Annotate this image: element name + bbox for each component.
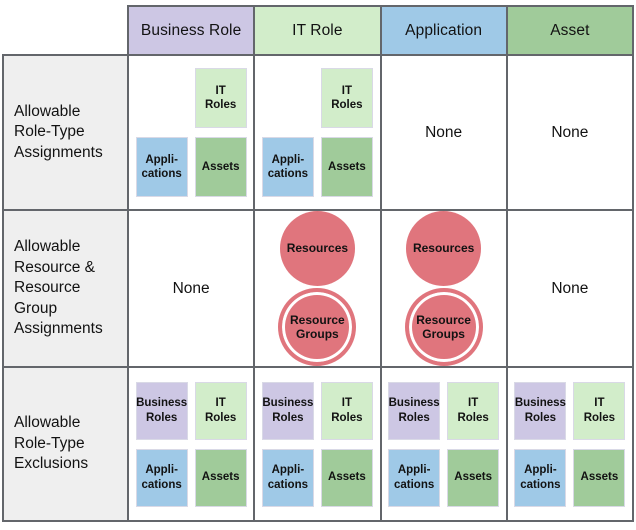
assets-box: Assets [194, 448, 247, 507]
cell-exclusions-asset: Business Roles IT Roles Appli- cations A… [507, 368, 632, 520]
cell-exclusions-application: Business Roles IT Roles Appli- cations A… [381, 368, 506, 520]
assignment-boxes: IT Roles Appli- cations Assets [261, 68, 373, 197]
column-header-business-role: Business Role [129, 7, 254, 54]
it-roles-box: IT Roles [194, 68, 247, 128]
matrix-body: Allowable Role-Type Assignments IT Roles… [2, 54, 634, 522]
assets-box: Assets [320, 448, 373, 507]
it-roles-box: IT Roles [320, 68, 373, 128]
applications-box: Appli- cations [135, 448, 188, 507]
assets-box: Assets [320, 137, 373, 197]
exclusion-boxes: Business Roles IT Roles Appli- cations A… [135, 381, 247, 507]
business-roles-box: Business Roles [514, 381, 567, 440]
resources-circle: Resources [279, 211, 355, 286]
cell-resources-asset: None [507, 211, 632, 366]
applications-box: Appli- cations [514, 448, 567, 507]
assets-box: Assets [194, 137, 247, 197]
applications-box: Appli- cations [135, 137, 188, 197]
exclusion-boxes: Business Roles IT Roles Appli- cations A… [388, 381, 500, 507]
applications-box: Appli- cations [261, 448, 314, 507]
row-label-role-type-assignments: Allowable Role-Type Assignments [4, 56, 127, 209]
it-roles-box: IT Roles [447, 381, 500, 440]
resource-circles: Resources Resource Groups [278, 211, 357, 366]
it-roles-box: IT Roles [573, 381, 626, 440]
column-header-it-role: IT Role [255, 7, 380, 54]
resource-circles: Resources Resource Groups [404, 211, 483, 366]
none-text: None [551, 279, 589, 297]
business-roles-box: Business Roles [388, 381, 441, 440]
none-text: None [172, 279, 210, 297]
cell-assignments-it-role: IT Roles Appli- cations Assets [255, 56, 380, 209]
cell-exclusions-business-role: Business Roles IT Roles Appli- cations A… [129, 368, 254, 520]
applications-box: Appli- cations [261, 137, 314, 197]
resources-circle: Resources [406, 211, 482, 286]
cell-resources-it-role: Resources Resource Groups [255, 211, 380, 366]
applications-box: Appli- cations [388, 448, 441, 507]
cell-assignments-application: None [381, 56, 506, 209]
assignment-boxes: IT Roles Appli- cations Assets [135, 68, 247, 197]
assets-box: Assets [573, 448, 626, 507]
row-label-role-type-exclusions: Allowable Role-Type Exclusions [4, 368, 127, 520]
assets-box: Assets [447, 448, 500, 507]
column-header-asset: Asset [507, 7, 632, 54]
cell-assignments-asset: None [507, 56, 632, 209]
exclusion-boxes: Business Roles IT Roles Appli- cations A… [514, 381, 626, 507]
exclusion-boxes: Business Roles IT Roles Appli- cations A… [261, 381, 373, 507]
cell-assignments-business-role: IT Roles Appli- cations Assets [129, 56, 254, 209]
column-header-application: Application [381, 7, 506, 54]
it-roles-box: IT Roles [320, 381, 373, 440]
cell-exclusions-it-role: Business Roles IT Roles Appli- cations A… [255, 368, 380, 520]
row-label-resource-assignments: Allowable Resource & Resource Group Assi… [4, 211, 127, 366]
cell-resources-business-role: None [129, 211, 254, 366]
business-roles-box: Business Roles [261, 381, 314, 440]
business-roles-box: Business Roles [135, 381, 188, 440]
cell-resources-application: Resources Resource Groups [381, 211, 506, 366]
none-text: None [425, 123, 463, 141]
header-row: Business Role IT Role Application Asset [127, 5, 634, 54]
none-text: None [551, 123, 589, 141]
resource-groups-circle: Resource Groups [278, 288, 357, 366]
it-roles-box: IT Roles [194, 381, 247, 440]
resource-groups-circle: Resource Groups [404, 288, 483, 366]
